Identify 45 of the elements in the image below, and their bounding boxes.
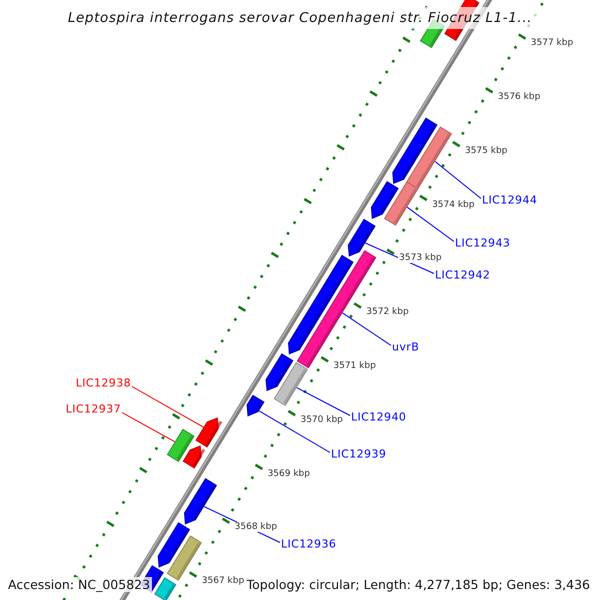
accession-text: Accession: NC_005823 — [6, 577, 152, 592]
genome-summary-text: Topology: circular; Length: 4,277,185 bp; Genes: 3,436 — [244, 577, 592, 592]
leader-line — [434, 160, 482, 199]
scale-label: 3573 kbp — [398, 253, 443, 264]
scale-label: 3576 kbp — [496, 92, 542, 102]
gene-label: LIC12944 — [482, 194, 538, 206]
leader-line — [132, 386, 204, 428]
gene-block — [288, 254, 354, 354]
gene-label: LIC12939 — [331, 448, 386, 460]
gene-block — [392, 118, 438, 184]
gene-block — [182, 445, 206, 469]
gene-bar — [384, 181, 418, 226]
scale-label: 3570 kbp — [299, 414, 344, 425]
leader-line — [342, 312, 392, 346]
gene-label: LIC12943 — [455, 236, 510, 250]
gene-bar — [166, 428, 195, 462]
gene-block — [184, 478, 218, 524]
scale-label: 3577 kbp — [530, 38, 574, 48]
gene-bar — [166, 535, 202, 581]
scale-label: 3569 kbp — [266, 468, 311, 479]
gene-label: LIC12938 — [76, 376, 131, 390]
gene-block — [195, 417, 222, 448]
gene-block — [246, 394, 265, 416]
gene-block — [158, 522, 190, 568]
gene-label: uvrB — [392, 340, 420, 354]
scale-label: 3568 kbp — [234, 522, 278, 532]
gene-label: LIC12936 — [281, 538, 336, 550]
gene-block — [370, 181, 399, 219]
leader-line — [122, 412, 176, 442]
scale-label: 3571 kbp — [332, 361, 377, 371]
leader-line — [258, 410, 330, 453]
gene-bar — [406, 126, 452, 190]
gene-block — [266, 353, 294, 392]
leader-line — [406, 206, 454, 242]
gene-bar — [154, 577, 176, 600]
gene-label: LIC12937 — [66, 402, 121, 416]
scale-label: 3574 kbp — [431, 200, 476, 210]
scale-label: 3575 kbp — [464, 146, 508, 156]
gene-bar — [274, 362, 308, 406]
scale-label: 3567 kbp — [200, 576, 246, 586]
gene-block — [348, 218, 376, 257]
scale-label: 3572 kbp — [365, 307, 410, 318]
gene-label: LIC12942 — [435, 268, 490, 282]
gene-label: LIC12940 — [351, 410, 406, 424]
leader-line — [296, 387, 350, 416]
